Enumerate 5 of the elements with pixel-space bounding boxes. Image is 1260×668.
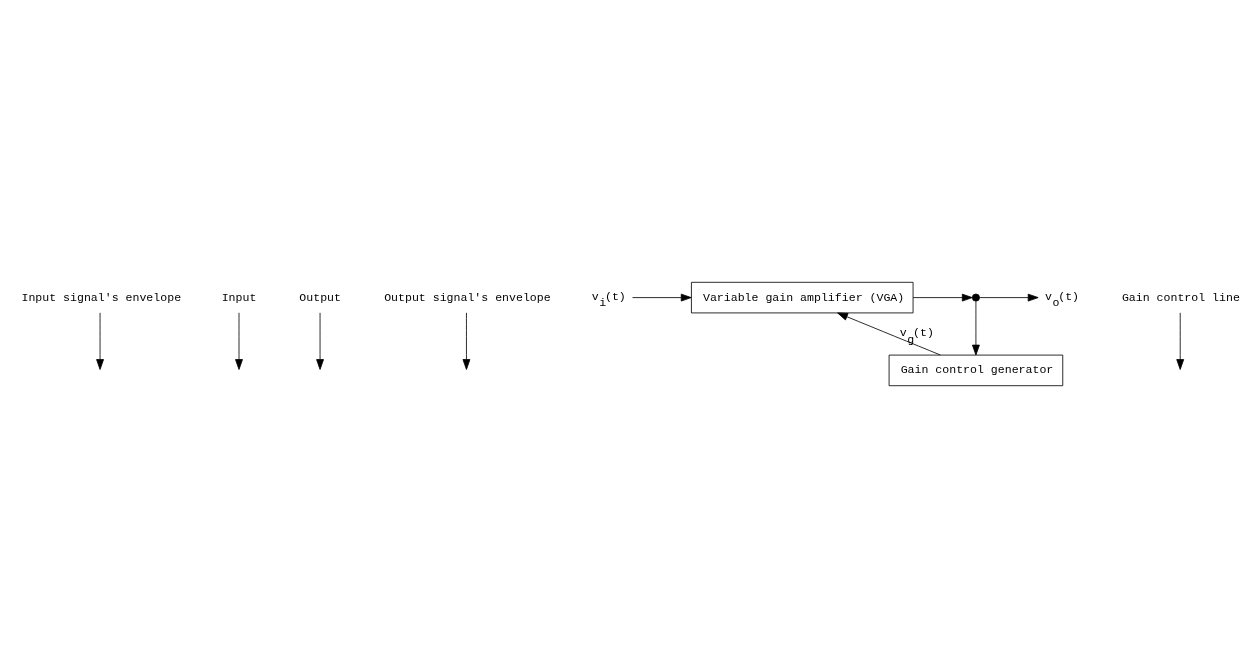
node-text: Output signal's envelope: [384, 290, 551, 304]
node-text: Input: [221, 290, 257, 304]
node-text: Gain control line: [1121, 290, 1240, 304]
node-text: Output: [299, 290, 342, 304]
node-text: Input signal's envelope: [21, 290, 182, 304]
